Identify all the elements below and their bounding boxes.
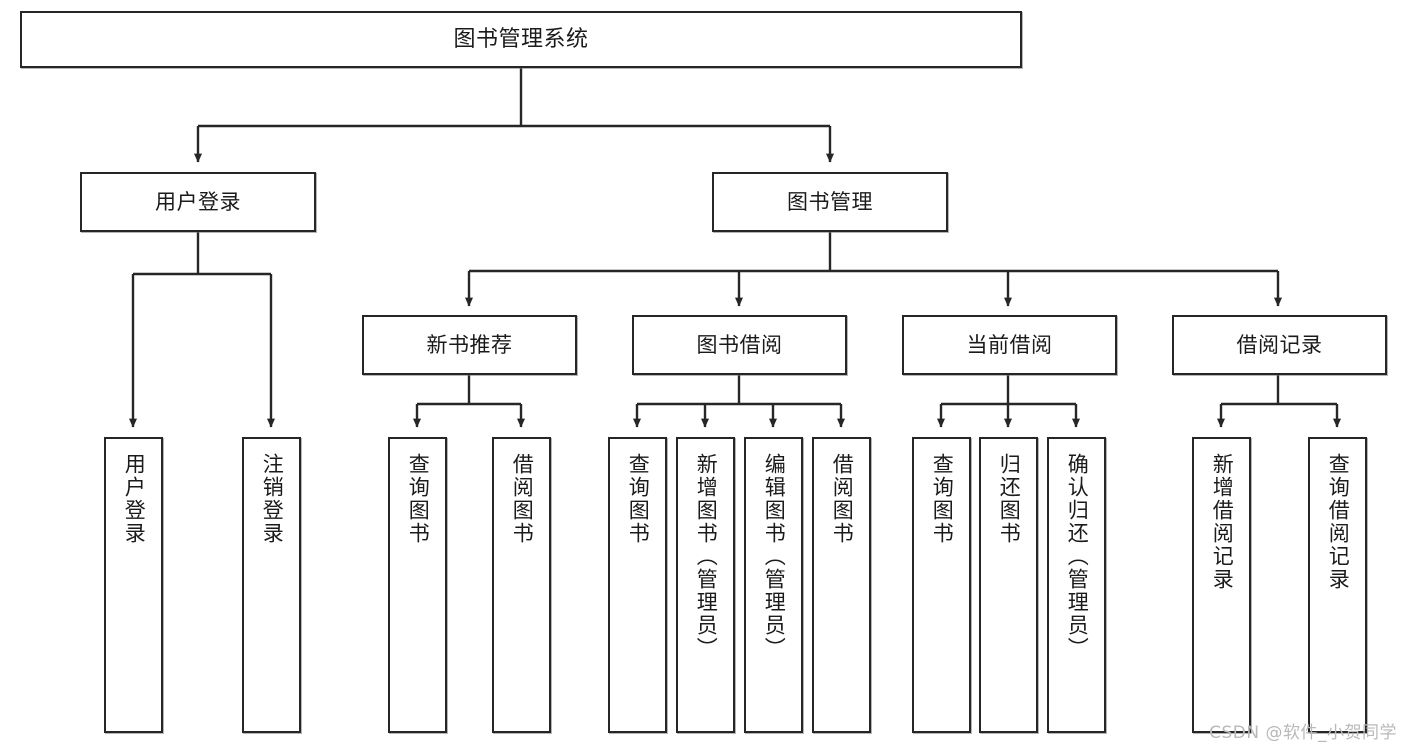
leaf-logout-label: 注销登录 bbox=[260, 453, 285, 545]
node-borrow-record[interactable]: 借阅记录 bbox=[1172, 315, 1387, 375]
node-book-management-label: 图书管理 bbox=[787, 189, 873, 214]
leaf-add-book-admin[interactable]: 新增图书（管理员） bbox=[676, 437, 735, 733]
csdn-watermark: CSDN @软件_小贺同学 bbox=[1209, 723, 1397, 743]
node-user-login-label: 用户登录 bbox=[155, 189, 241, 214]
leaf-query-book-borrow[interactable]: 查询图书 bbox=[608, 437, 667, 733]
leaf-query-book-newbook[interactable]: 查询图书 bbox=[388, 437, 447, 733]
leaf-query-book-borrow-label: 查询图书 bbox=[626, 453, 651, 545]
leaf-add-borrow-record[interactable]: 新增借阅记录 bbox=[1192, 437, 1251, 733]
node-user-login[interactable]: 用户登录 bbox=[80, 172, 316, 232]
node-current-borrow[interactable]: 当前借阅 bbox=[902, 315, 1117, 375]
leaf-confirm-return-admin-label: 确认归还（管理员） bbox=[1065, 453, 1090, 660]
node-new-book-recommend-label: 新书推荐 bbox=[426, 332, 513, 357]
leaf-query-book-current-label: 查询图书 bbox=[930, 453, 955, 545]
node-book-borrow[interactable]: 图书借阅 bbox=[632, 315, 847, 375]
node-book-borrow-label: 图书借阅 bbox=[696, 332, 783, 357]
leaf-return-book-label: 归还图书 bbox=[997, 453, 1022, 545]
leaf-edit-book-admin-label: 编辑图书（管理员） bbox=[762, 453, 787, 660]
leaf-add-book-admin-label: 新增图书（管理员） bbox=[694, 453, 719, 660]
leaf-return-book[interactable]: 归还图书 bbox=[979, 437, 1038, 733]
leaf-borrow-book-label: 借阅图书 bbox=[830, 453, 855, 545]
node-current-borrow-label: 当前借阅 bbox=[966, 332, 1053, 357]
leaf-logout[interactable]: 注销登录 bbox=[242, 437, 301, 733]
leaf-user-login-label: 用户登录 bbox=[122, 453, 147, 545]
leaf-borrow-book[interactable]: 借阅图书 bbox=[812, 437, 871, 733]
leaf-borrow-book-newbook-label: 借阅图书 bbox=[510, 453, 535, 545]
node-borrow-record-label: 借阅记录 bbox=[1236, 332, 1323, 357]
leaf-user-login[interactable]: 用户登录 bbox=[104, 437, 163, 733]
leaf-query-borrow-record-label: 查询借阅记录 bbox=[1326, 453, 1351, 591]
leaf-query-borrow-record[interactable]: 查询借阅记录 bbox=[1308, 437, 1367, 733]
node-new-book-recommend[interactable]: 新书推荐 bbox=[362, 315, 577, 375]
leaf-add-borrow-record-label: 新增借阅记录 bbox=[1210, 453, 1235, 591]
node-root-label: 图书管理系统 bbox=[453, 26, 589, 52]
leaf-confirm-return-admin[interactable]: 确认归还（管理员） bbox=[1047, 437, 1106, 733]
leaf-edit-book-admin[interactable]: 编辑图书（管理员） bbox=[744, 437, 803, 733]
leaf-borrow-book-newbook[interactable]: 借阅图书 bbox=[492, 437, 551, 733]
node-root[interactable]: 图书管理系统 bbox=[20, 11, 1022, 68]
leaf-query-book-current[interactable]: 查询图书 bbox=[912, 437, 971, 733]
node-book-management[interactable]: 图书管理 bbox=[712, 172, 948, 232]
leaf-query-book-newbook-label: 查询图书 bbox=[406, 453, 431, 545]
